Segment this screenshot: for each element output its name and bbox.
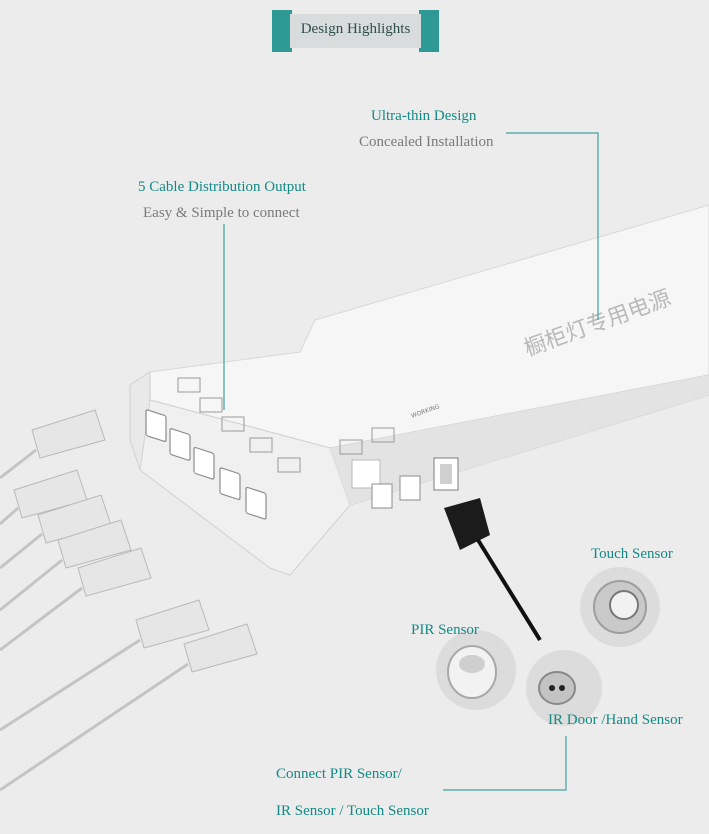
polarity-symbols — [177, 377, 395, 473]
page-title: Design Highlights — [300, 21, 411, 37]
connect-line-1: Connect PIR Sensor/ — [276, 766, 402, 782]
ir-sensor-image — [526, 650, 602, 726]
pir-sensor-label: PIR Sensor — [411, 622, 479, 638]
ultra-thin-subtitle: Concealed Installation — [359, 134, 494, 150]
cables — [0, 448, 189, 792]
banner-left-bar — [272, 10, 292, 52]
connect-line-2: IR Sensor / Touch Sensor — [276, 803, 429, 819]
cable-output-subtitle: Easy & Simple to connect — [143, 205, 300, 221]
device-side-edge — [330, 375, 709, 505]
ir-sensor-label: IR Door /Hand Sensor — [548, 712, 683, 728]
black-plug — [444, 498, 542, 642]
cable-output-title: 5 Cable Distribution Output — [138, 179, 306, 195]
banner-background — [290, 14, 421, 48]
touch-sensor-image — [580, 567, 660, 647]
sensor-sockets — [351, 457, 459, 509]
cable-connectors — [13, 409, 258, 673]
ultra-thin-callout-line — [506, 132, 599, 320]
callout-lines — [223, 132, 599, 791]
header-banner: Design Highlights — [272, 10, 439, 52]
connect-callout-line — [443, 736, 567, 791]
touch-sensor-label: Touch Sensor — [591, 546, 673, 562]
ultra-thin-title: Ultra-thin Design — [371, 108, 477, 124]
output-ports — [145, 409, 267, 520]
pir-sensor-image — [436, 630, 516, 710]
banner-right-bar — [419, 10, 439, 52]
